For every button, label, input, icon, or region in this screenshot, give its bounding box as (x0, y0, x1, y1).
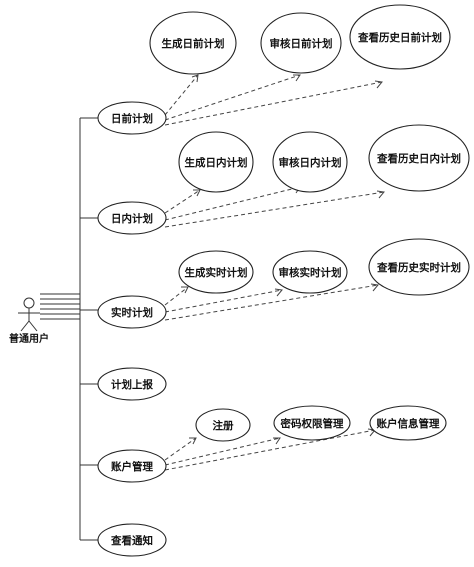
use-case-label: 查看历史实时计划 (376, 261, 461, 274)
use-case-label: 密码权限管理 (281, 417, 344, 430)
use-case-gen-day-ahead: 生成日前计划 (149, 11, 237, 75)
use-case-password: 密码权限管理 (273, 405, 351, 441)
use-case-label: 账户管理 (110, 460, 153, 473)
use-case-label: 日前计划 (111, 112, 153, 125)
use-case-rev-intraday: 审核日内计划 (272, 131, 348, 193)
use-case-label: 注册 (213, 419, 234, 432)
use-case-rev-day-ahead: 审核日前计划 (260, 12, 342, 74)
use-case-hist-realtime: 查看历史实时计划 (368, 238, 470, 296)
use-case-label: 审核日内计划 (279, 156, 342, 169)
use-case-label: 实时计划 (111, 306, 153, 319)
use-case-label: 日内计划 (111, 212, 153, 225)
association-lines (40, 117, 100, 541)
use-case-account-info: 账户信息管理 (369, 405, 447, 441)
use-case-label: 审核日前计划 (270, 37, 333, 50)
use-case-register: 注册 (195, 408, 251, 442)
use-case-label: 查看通知 (110, 534, 153, 547)
use-case-notice: 查看通知 (97, 523, 167, 557)
actor-label: 普通用户 (9, 332, 49, 345)
use-case-label: 查看历史日前计划 (357, 31, 442, 44)
use-case-label: 账户信息管理 (376, 417, 440, 430)
use-case-label: 审核实时计划 (279, 266, 342, 279)
use-case-label: 生成实时计划 (185, 266, 248, 279)
use-case-gen-intraday: 生成日内计划 (178, 131, 254, 193)
use-case-account: 账户管理 (97, 449, 167, 483)
use-case-hist-intraday: 查看历史日内计划 (368, 124, 470, 192)
use-case-realtime: 实时计划 (97, 295, 167, 329)
actor-figure (18, 297, 40, 332)
use-case-day-ahead: 日前计划 (97, 101, 167, 135)
use-case-label: 计划上报 (111, 378, 153, 391)
use-case-hist-day-ahead: 查看历史日前计划 (349, 4, 451, 70)
dependency-lines (164, 74, 385, 471)
use-case-report: 计划上报 (97, 367, 167, 401)
use-case-gen-realtime: 生成实时计划 (178, 250, 254, 294)
use-case-label: 查看历史日内计划 (376, 152, 461, 165)
use-case-rev-realtime: 审核实时计划 (272, 250, 348, 294)
use-case-intraday: 日内计划 (97, 201, 167, 235)
use-case-label: 生成日内计划 (185, 156, 248, 169)
use-case-label: 生成日前计划 (162, 37, 225, 50)
